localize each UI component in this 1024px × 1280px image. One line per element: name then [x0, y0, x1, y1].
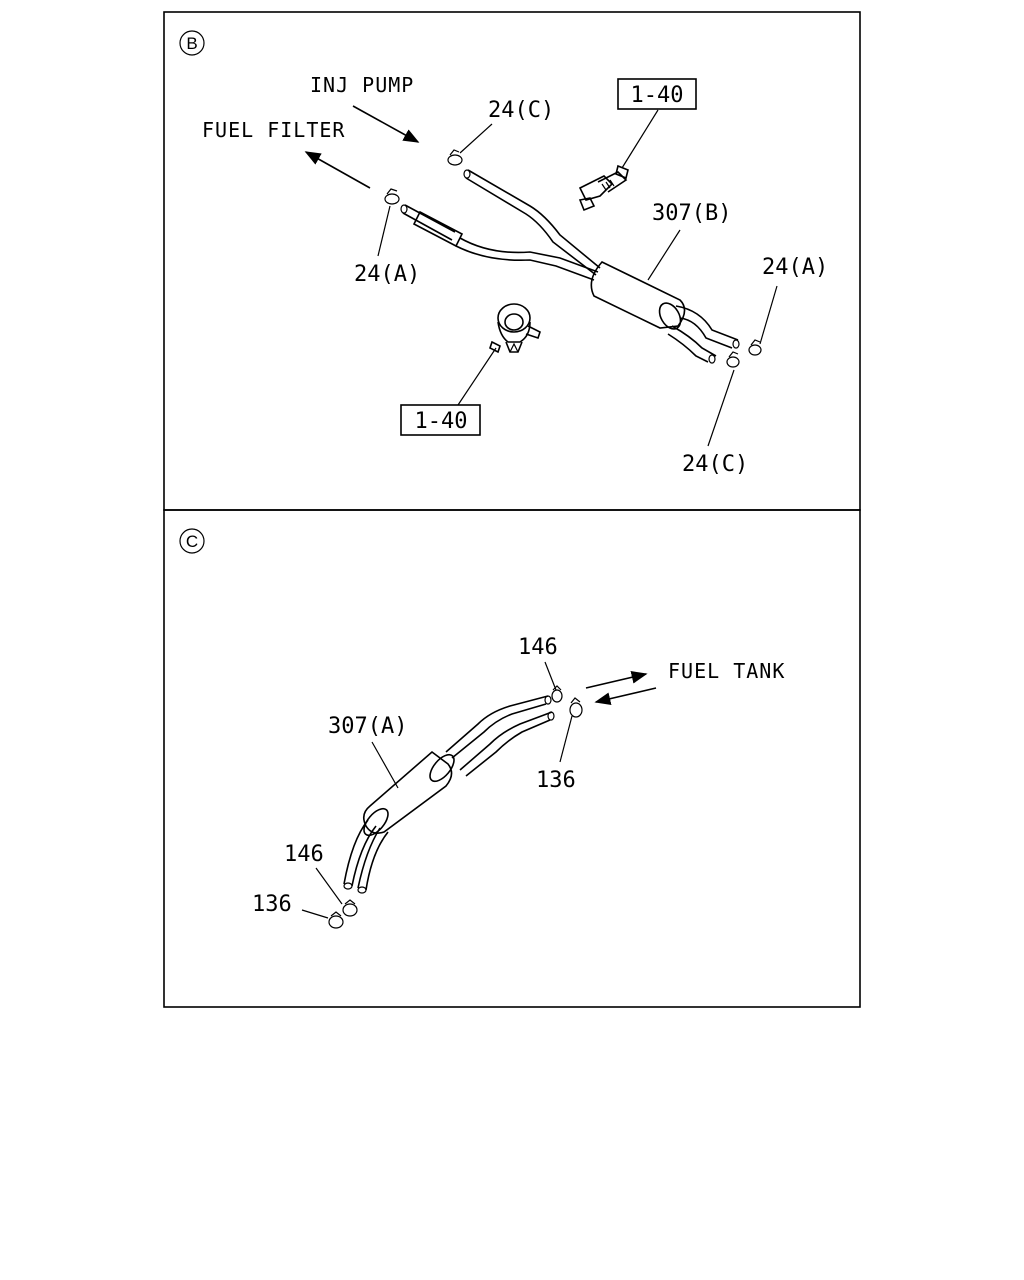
- part-307a-leader: [371, 741, 399, 789]
- panel-c-circle-label: C: [186, 532, 198, 551]
- ref-1-40-bottom-leader: [457, 347, 497, 406]
- clip-24a-left-icon: [384, 188, 400, 205]
- part-307a-label: 307(A): [328, 714, 407, 739]
- protector-307a: [362, 750, 453, 834]
- ref-1-40-top-box: [617, 78, 697, 110]
- part-24a-left-leader: [377, 205, 391, 257]
- part-24c-top-leader: [459, 123, 493, 154]
- part-24c-bottom-label: 24(C): [682, 452, 748, 477]
- fuel-filter-label: FUEL FILTER: [202, 118, 345, 142]
- clip-24c-top-icon: [447, 149, 463, 166]
- part-136-bottom-leader: [301, 909, 329, 919]
- hose-left-sleeve: [412, 210, 464, 248]
- hose-left-outer: [459, 237, 599, 273]
- ref-1-40-top-leader: [621, 109, 659, 169]
- panel-b-circle: [179, 30, 205, 56]
- ref-1-40-top-label: 1-40: [631, 83, 684, 108]
- part-24a-left-label: 24(A): [354, 262, 420, 287]
- hose-top-outer: [467, 169, 601, 269]
- clip-136-bottom-icon: [328, 911, 344, 929]
- clip-146-top-icon: [551, 685, 563, 703]
- part-146-bottom-leader: [315, 867, 343, 905]
- clip-24c-bottom-icon: [726, 351, 740, 368]
- panel-b: B INJ PUMP FUEL FILTER 24(C) 24(A): [179, 30, 828, 477]
- clip-136-top-icon: [569, 697, 583, 718]
- part-136-bottom-label: 136: [252, 892, 292, 917]
- panel-c-circle: [179, 528, 205, 554]
- part-24a-right-leader: [759, 285, 778, 345]
- panel-b-circle-label: B: [186, 34, 197, 53]
- ref-1-40-bottom-box: [400, 404, 481, 436]
- panel-b-frame: [163, 11, 861, 511]
- part-307b-label: 307(B): [652, 201, 731, 226]
- part-136-top-leader: [559, 715, 573, 763]
- fuel-filter-arrow: [304, 151, 371, 189]
- part-307b-leader: [647, 229, 681, 281]
- clip-24a-right-icon: [748, 339, 762, 356]
- fuel-tank-arrow-out: [585, 671, 648, 689]
- clamp-1-40-bottom-icon: [489, 303, 541, 354]
- inj-pump-label: INJ PUMP: [310, 73, 414, 97]
- part-146-bottom-label: 146: [284, 842, 324, 867]
- inj-pump-arrow: [352, 105, 420, 143]
- panel-c-frame: [163, 509, 861, 1008]
- part-136-top-label: 136: [536, 768, 576, 793]
- hose-left-inner: [455, 245, 595, 281]
- protector-307b: [590, 261, 686, 329]
- part-24a-right-label: 24(A): [762, 255, 828, 280]
- part-24c-bottom-leader: [707, 369, 735, 447]
- panel-c: C FUEL TANK 146 136 307(A): [179, 528, 785, 929]
- ref-1-40-bottom-label: 1-40: [415, 409, 468, 434]
- hose-top-inner: [465, 177, 597, 276]
- clip-146-bottom-icon: [342, 899, 358, 917]
- part-24c-top-label: 24(C): [488, 98, 554, 123]
- fuel-tank-arrow-in: [594, 687, 657, 705]
- clamp-1-40-top-icon: [578, 164, 629, 212]
- part-146-top-leader: [544, 661, 557, 691]
- part-146-top-label: 146: [518, 635, 558, 660]
- fuel-tank-label: FUEL TANK: [668, 659, 785, 683]
